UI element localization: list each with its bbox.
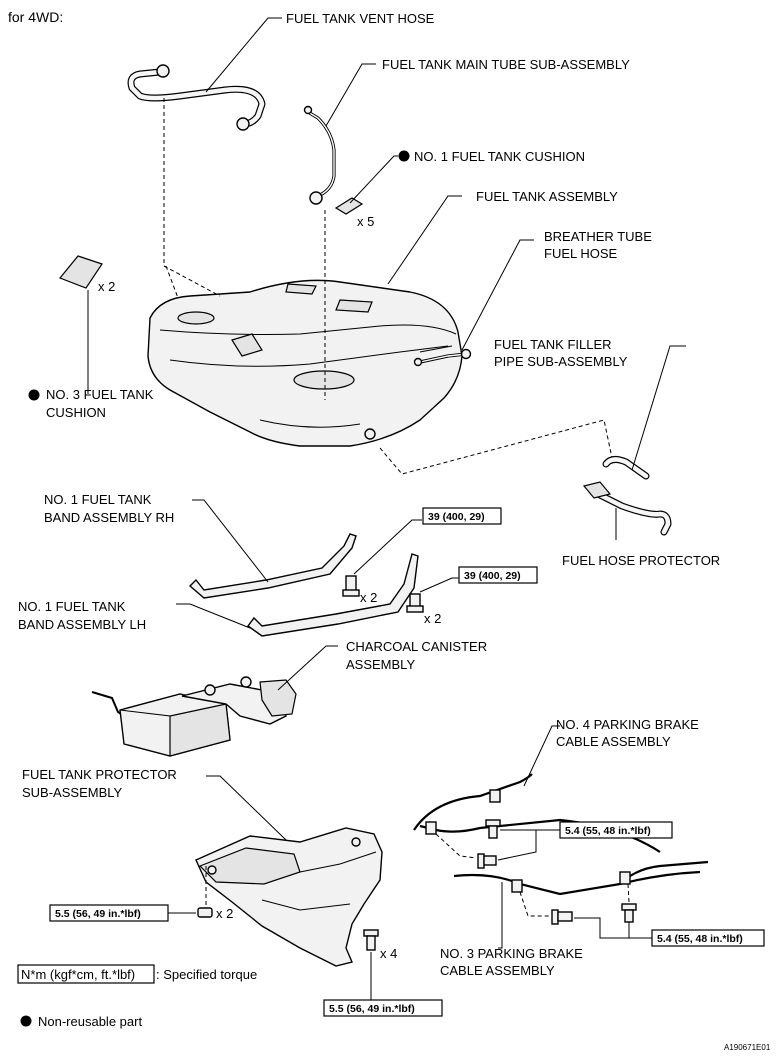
- label-pb4-line2: CABLE ASSEMBLY: [556, 734, 671, 749]
- qty-no1-cushion: x 5: [357, 214, 374, 229]
- hose-clamp-icon: [236, 117, 250, 131]
- fuel-tank-filler-pipe: [602, 455, 650, 480]
- label-canister-line1: CHARCOAL CANISTER: [346, 639, 487, 654]
- label-band-rh-line1: NO. 1 FUEL TANK: [44, 492, 152, 507]
- label-canister-line2: ASSEMBLY: [346, 657, 415, 672]
- fuel-tank-vent-hose: [127, 64, 266, 131]
- fuel-pump-opening: [293, 370, 355, 390]
- label-no1-cushion: NO. 1 FUEL TANK CUSHION: [414, 149, 585, 164]
- variant-heading: for 4WD:: [8, 9, 63, 25]
- no1-fuel-tank-cushion: [334, 197, 364, 215]
- label-breather-line1: BREATHER TUBE: [544, 229, 652, 244]
- pb4-bolt-lower: [477, 853, 497, 869]
- label-band-lh-line1: NO. 1 FUEL TANK: [18, 599, 126, 614]
- svg-text:5.5 (56, 49 in.*lbf): 5.5 (56, 49 in.*lbf): [329, 1003, 415, 1015]
- legend-non-reusable-text: Non-reusable part: [38, 1014, 142, 1029]
- fuel-tank-band-lh: [247, 553, 419, 637]
- protector-bolt: [363, 929, 379, 951]
- torque-parking-brake-3: 5.4 (55, 48 in.*lbf): [651, 929, 765, 947]
- svg-text:5.4 (55, 48 in.*lbf): 5.4 (55, 48 in.*lbf): [657, 933, 743, 945]
- svg-text:39 (400, 29): 39 (400, 29): [428, 511, 485, 523]
- no4-parking-brake-cable: [413, 773, 661, 853]
- label-no3-cushion-line1: NO. 3 FUEL TANK: [46, 387, 154, 402]
- label-no3-cushion-line2: CUSHION: [46, 405, 106, 420]
- no3-fuel-tank-cushion: [59, 255, 103, 289]
- label-band-lh-line2: BAND ASSEMBLY LH: [18, 617, 146, 632]
- torque-protector-nut: 5.5 (56, 49 in.*lbf): [49, 904, 169, 922]
- label-pb3-line1: NO. 3 PARKING BRAKE: [440, 946, 583, 961]
- legend-torque: N*m (kgf*cm, ft.*lbf) : Specified torque: [17, 964, 257, 984]
- non-reusable-marker-icon: [20, 1015, 32, 1027]
- non-reusable-marker-icon: [398, 150, 410, 162]
- pb3-bolt-right: [621, 903, 637, 923]
- label-fuel-tank-vent-hose: FUEL TANK VENT HOSE: [286, 11, 435, 26]
- qty-band-rh-bolt: x 2: [360, 590, 377, 605]
- label-breather-line2: FUEL HOSE: [544, 246, 618, 261]
- label-protector-line1: FUEL TANK PROTECTOR: [22, 767, 177, 782]
- qty-protector-bolt: x 4: [380, 946, 397, 961]
- svg-text:5.4 (55, 48 in.*lbf): 5.4 (55, 48 in.*lbf): [565, 825, 651, 837]
- fuel-tank-main-tube: [303, 105, 336, 205]
- torque-band-lh: 39 (400, 29): [458, 566, 538, 584]
- fuel-hose-protector: [582, 481, 672, 536]
- band-lh-bolt: [406, 593, 424, 613]
- torque-band-rh: 39 (400, 29): [422, 507, 502, 525]
- label-main-tube: FUEL TANK MAIN TUBE SUB-ASSEMBLY: [382, 57, 630, 72]
- non-reusable-marker-icon: [28, 389, 40, 401]
- legend-non-reusable: Non-reusable part: [20, 1014, 142, 1029]
- breather-tube-fuel-hose: [413, 348, 472, 367]
- svg-text:39 (400, 29): 39 (400, 29): [464, 570, 521, 582]
- label-fuel-tank-assembly: FUEL TANK ASSEMBLY: [476, 189, 618, 204]
- fuel-tank-protector: [195, 827, 383, 967]
- label-protector-line2: SUB-ASSEMBLY: [22, 785, 123, 800]
- torque-protector-bolt: 5.5 (56, 49 in.*lbf): [323, 999, 443, 1017]
- label-fuel-hose-protector: FUEL HOSE PROTECTOR: [562, 553, 720, 568]
- pb4-bolt-upper: [485, 819, 501, 839]
- qty-protector-nut: x 2: [216, 906, 233, 921]
- label-filler-line2: PIPE SUB-ASSEMBLY: [494, 354, 628, 369]
- no3-parking-brake-cable: [453, 860, 709, 896]
- qty-band-lh-bolt: x 2: [424, 611, 441, 626]
- figure-id: A190671E01: [724, 1043, 771, 1052]
- protector-nut: [197, 907, 213, 918]
- charcoal-canister-assembly: [91, 676, 297, 757]
- torque-parking-brake-4: 5.4 (55, 48 in.*lbf): [559, 821, 673, 839]
- fuel-tank-band-rh: [188, 533, 357, 599]
- label-pb4-line1: NO. 4 PARKING BRAKE: [556, 717, 699, 732]
- tube-connector-icon: [309, 191, 323, 205]
- qty-no3-cushion: x 2: [98, 279, 115, 294]
- band-rh-bolt: [342, 575, 360, 597]
- pb3-bolt-left: [551, 909, 573, 925]
- label-filler-line1: FUEL TANK FILLER: [494, 337, 612, 352]
- label-band-rh-line2: BAND ASSEMBLY RH: [44, 510, 174, 525]
- hose-clamp-icon: [156, 64, 170, 78]
- label-pb3-line2: CABLE ASSEMBLY: [440, 963, 555, 978]
- svg-text:5.5 (56, 49 in.*lbf): 5.5 (56, 49 in.*lbf): [55, 908, 141, 920]
- fuel-tank-assembly: [147, 279, 463, 447]
- legend-torque-unit: N*m (kgf*cm, ft.*lbf): [21, 967, 135, 982]
- legend-torque-desc: : Specified torque: [156, 967, 257, 982]
